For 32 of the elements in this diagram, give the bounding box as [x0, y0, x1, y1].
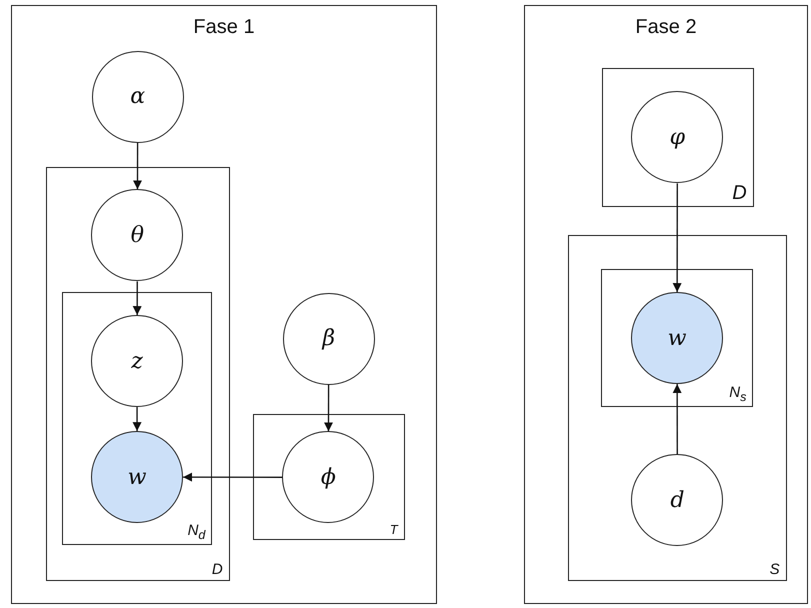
plate-box — [252, 414, 405, 540]
variable-symbol: α — [130, 84, 146, 110]
variable-symbol: d — [670, 488, 684, 513]
panel-title: Fase 1 — [192, 16, 256, 39]
variable-symbol: w — [668, 326, 686, 351]
plate-label: D — [732, 182, 747, 203]
plate-label: N$_{d}$ — [188, 522, 206, 542]
arrow — [132, 281, 142, 316]
variable-symbol: φ — [670, 124, 686, 150]
panel-title: Fase 2 — [634, 16, 698, 39]
plate-box — [601, 269, 754, 408]
variable-symbol: β — [322, 326, 336, 352]
variable-symbol: ϕ — [320, 464, 336, 490]
plate-box — [568, 234, 787, 581]
plate-box — [46, 166, 230, 581]
variable-symbol: z — [131, 348, 143, 374]
arrow — [132, 407, 142, 432]
arrow — [324, 384, 333, 432]
panel-frame — [11, 5, 437, 604]
plate-label: S — [770, 562, 780, 577]
plate-label: N$_{s}$ — [729, 384, 746, 404]
plate-label: T — [390, 522, 398, 536]
variable-symbol: w — [128, 464, 146, 490]
plate-box — [602, 68, 754, 207]
arrow — [133, 142, 142, 190]
arrow — [672, 384, 682, 454]
variable-symbol: θ — [130, 222, 144, 248]
arrow — [672, 183, 682, 292]
panel-frame — [524, 5, 808, 604]
plate-label: D — [212, 562, 223, 577]
plate-box — [62, 292, 212, 546]
arrow — [183, 472, 282, 482]
